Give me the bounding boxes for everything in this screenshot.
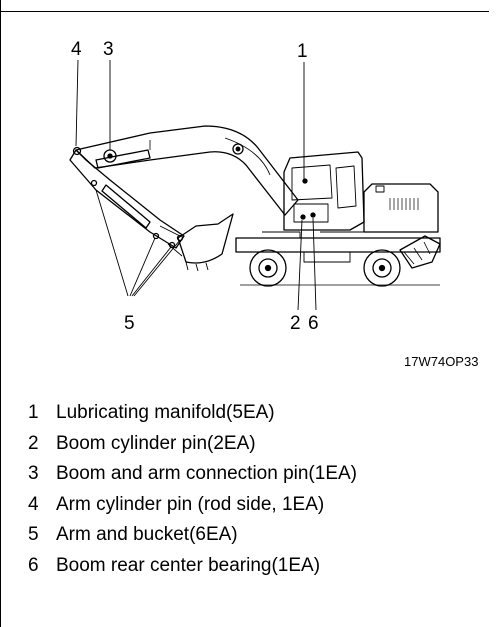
legend-number: 5 xyxy=(28,524,39,545)
legend-text: Boom rear center bearing(1EA) xyxy=(56,554,321,576)
arm-cylinder xyxy=(101,184,151,229)
top-rule xyxy=(0,11,489,12)
pin-4 xyxy=(72,146,82,156)
callout-4: 4 xyxy=(71,39,82,60)
boom xyxy=(75,125,299,216)
arm xyxy=(69,149,185,249)
legend-number: 3 xyxy=(28,463,39,484)
callout-1: 1 xyxy=(297,41,308,62)
figure-code: 17W74OP33 xyxy=(404,354,479,369)
legend-text: Boom cylinder pin(2EA) xyxy=(56,432,256,454)
bucket xyxy=(177,213,234,264)
legend-number: 1 xyxy=(28,402,39,423)
legend-item: 3 Boom and arm connection pin(1EA) xyxy=(28,459,357,490)
legend-number: 6 xyxy=(28,554,39,576)
legend-item: 4 Arm cylinder pin (rod side, 1EA) xyxy=(28,490,357,521)
legend-text: Lubricating manifold(5EA) xyxy=(56,402,275,423)
front-wheel xyxy=(249,249,287,287)
legend-text: Arm cylinder pin (rod side, 1EA) xyxy=(56,493,325,515)
callout-3: 3 xyxy=(103,39,114,60)
callout-2: 2 xyxy=(290,313,301,334)
engine-housing xyxy=(363,183,439,233)
legend-text: Arm and bucket(6EA) xyxy=(56,524,238,545)
legend-text: Boom and arm connection pin(1EA) xyxy=(56,463,357,484)
legend-list: 1 Lubricating manifold(5EA) 2 Boom cylinde… xyxy=(28,398,357,581)
legend-item: 2 Boom cylinder pin(2EA) xyxy=(28,429,357,460)
callout-5: 5 xyxy=(124,313,135,334)
legend-item: 6 Boom rear center bearing(1EA) xyxy=(28,551,357,582)
callout-6: 6 xyxy=(308,313,319,334)
boom-cylinder xyxy=(95,149,151,169)
chassis xyxy=(235,237,441,253)
legend-item: 1 Lubricating manifold(5EA) xyxy=(28,398,357,429)
legend-item: 5 Arm and bucket(6EA) xyxy=(28,520,357,551)
dozer-blade xyxy=(399,235,441,269)
legend-number: 4 xyxy=(28,493,39,515)
legend-number: 2 xyxy=(28,432,39,454)
excavator-diagram xyxy=(69,59,441,311)
cab xyxy=(283,151,365,231)
rear-wheel xyxy=(363,249,401,287)
